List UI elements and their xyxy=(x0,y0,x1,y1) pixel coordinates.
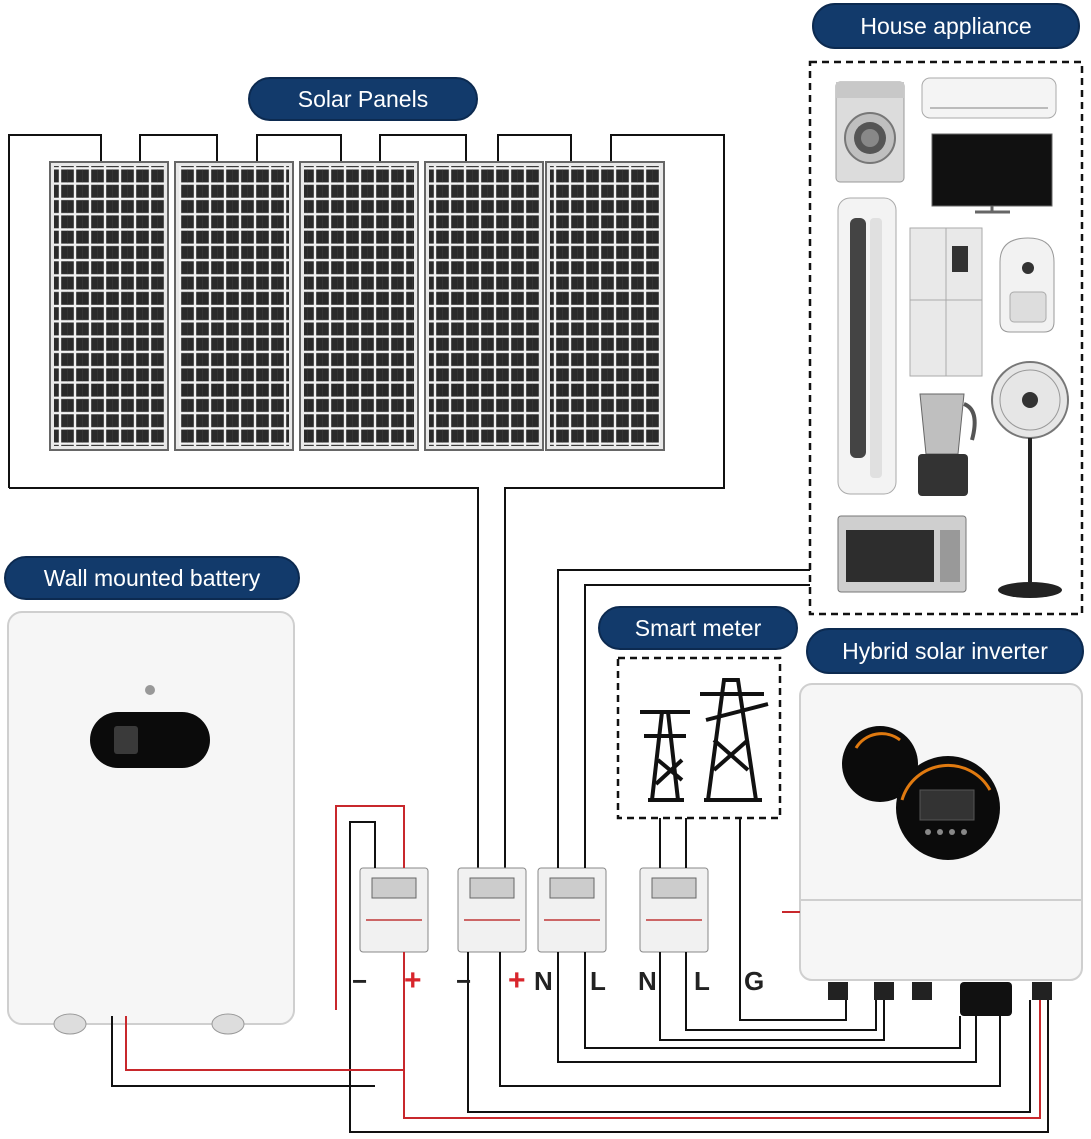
hybrid-inverter-unit xyxy=(799,683,1083,1016)
microwave-icon xyxy=(837,515,967,593)
wall-battery-label: Wall mounted battery xyxy=(4,556,300,600)
hybrid-inverter-label: Hybrid solar inverter xyxy=(806,628,1084,674)
wall-battery-unit xyxy=(7,611,295,1035)
washing-machine-icon xyxy=(835,81,905,183)
house-appliance-label: House appliance xyxy=(812,3,1080,49)
solar-panel-1 xyxy=(49,161,169,451)
black-wires xyxy=(111,569,1049,1133)
solar-panel-2 xyxy=(174,161,294,451)
battery-positive-terminal: + xyxy=(404,964,422,997)
breaker-grid xyxy=(639,867,709,953)
power-pylon-icon xyxy=(640,678,769,802)
pv-positive-terminal: + xyxy=(508,964,526,997)
air-conditioner-icon xyxy=(921,77,1057,119)
smart-meter-box xyxy=(616,656,782,820)
air-fryer-icon xyxy=(999,237,1055,333)
battery-negative-terminal: − xyxy=(352,966,368,996)
pv-string-wires xyxy=(8,134,725,868)
ground-terminal: G xyxy=(744,966,765,996)
breaker-load xyxy=(537,867,607,953)
tower-air-conditioner-icon xyxy=(837,197,897,495)
grid-live-terminal: L xyxy=(694,966,710,996)
solar-panel-array xyxy=(49,161,665,451)
load-neutral-terminal: N xyxy=(534,966,553,996)
solar-panel-3 xyxy=(299,161,419,451)
breakers xyxy=(359,867,709,953)
standing-fan-icon xyxy=(991,361,1069,598)
solar-panel-4 xyxy=(424,161,544,451)
television-icon xyxy=(931,133,1053,214)
refrigerator-icon xyxy=(909,227,983,377)
red-wires xyxy=(125,805,1041,1119)
pv-negative-terminal: − xyxy=(456,966,472,996)
breaker-battery xyxy=(359,867,429,953)
grid-neutral-terminal: N xyxy=(638,966,657,996)
breaker-pv xyxy=(457,867,527,953)
appliance-group-box xyxy=(808,60,1084,616)
load-live-terminal: L xyxy=(590,966,606,996)
solar-panel-5 xyxy=(545,161,665,451)
blender-icon xyxy=(918,393,977,496)
solar-panels-label: Solar Panels xyxy=(248,77,478,121)
appliances xyxy=(835,77,1069,598)
smart-meter-label: Smart meter xyxy=(598,606,798,650)
